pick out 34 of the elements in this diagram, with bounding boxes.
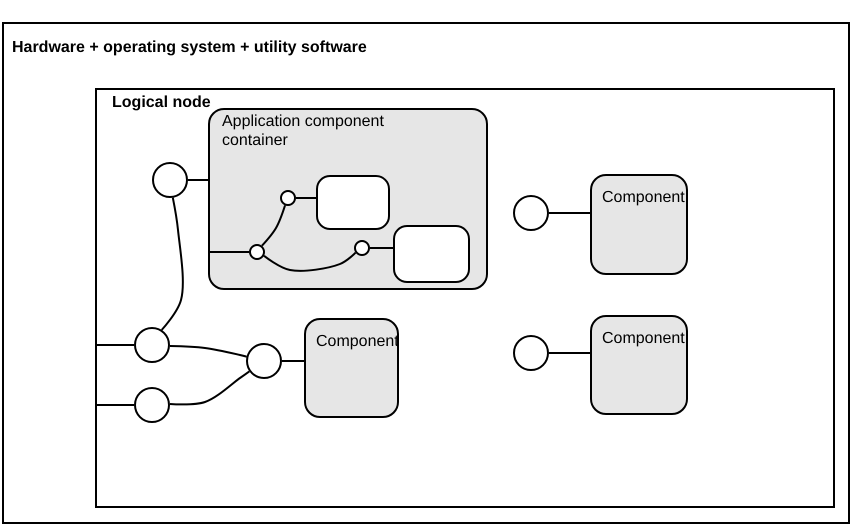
component-box	[590, 315, 688, 415]
container-label: Application component container	[222, 112, 385, 150]
connector	[549, 212, 590, 214]
connector	[208, 251, 249, 253]
component-box	[304, 318, 399, 418]
connector	[261, 205, 286, 246]
component-box	[590, 174, 688, 275]
connector	[170, 370, 250, 406]
interface-circle	[513, 195, 549, 231]
frame-title: Hardware + operating system + utility software	[12, 38, 368, 58]
connector	[296, 197, 316, 199]
connector	[95, 404, 134, 406]
frame-title: Logical node	[112, 93, 212, 112]
interface-circle	[354, 240, 370, 256]
interface-circle	[134, 327, 170, 363]
connector	[549, 352, 590, 354]
interface-circle	[134, 387, 170, 423]
container-box	[208, 108, 488, 290]
inner-component-box	[316, 175, 390, 230]
connector	[170, 345, 247, 358]
interface-circle	[152, 162, 188, 198]
connector	[188, 179, 208, 181]
connector	[263, 252, 356, 272]
interface-circle	[246, 343, 282, 379]
interface-circle	[513, 335, 549, 371]
interface-circle	[249, 244, 265, 260]
connector	[95, 344, 134, 346]
interface-circle	[280, 190, 296, 206]
inner-component-box	[393, 225, 470, 283]
system-frame	[2, 22, 850, 524]
connector	[370, 247, 393, 249]
node-frame	[95, 88, 835, 508]
connector	[282, 360, 304, 362]
connector	[161, 198, 184, 331]
